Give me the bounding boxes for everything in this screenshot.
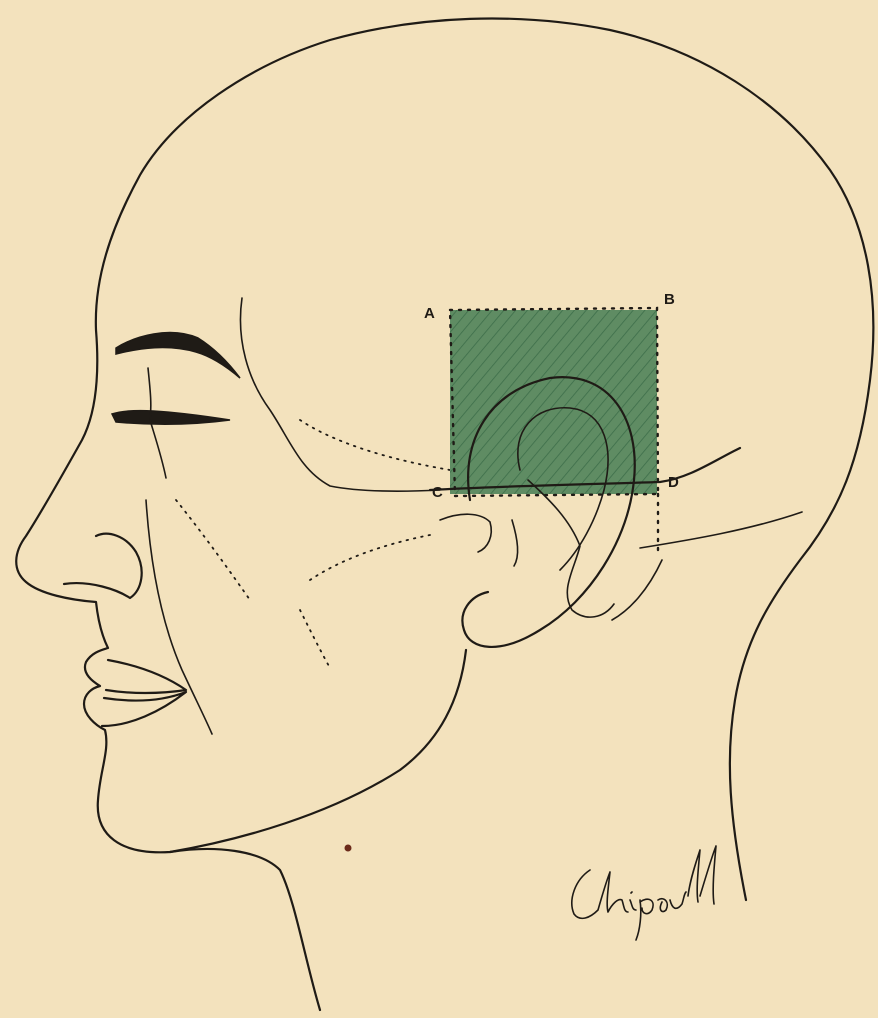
jaw-line — [170, 650, 466, 852]
point-label-a: A — [424, 305, 435, 322]
head-profile-outline — [16, 19, 873, 1010]
point-label-d: D — [668, 474, 679, 491]
nose-wing — [64, 534, 142, 598]
eyebrow — [116, 333, 240, 378]
lower-lip — [102, 692, 186, 726]
occipital-line — [640, 512, 802, 548]
eye-corner-fold — [150, 420, 166, 478]
temple-contour — [240, 298, 440, 491]
ear-concha — [512, 520, 518, 566]
artist-signature — [572, 846, 716, 940]
closed-eye — [112, 411, 230, 425]
point-label-c: C — [432, 484, 443, 501]
ink-speck — [345, 845, 352, 852]
point-label-b: B — [664, 291, 675, 308]
hatched-cranial-zone — [450, 310, 657, 494]
ear-tragus — [440, 514, 491, 552]
jaw-dotted-line — [300, 610, 330, 668]
cheek-dotted-fold — [176, 500, 250, 600]
mastoid-line — [612, 560, 662, 620]
upper-lip — [106, 660, 186, 693]
facial-nerve-dotted-line — [310, 535, 430, 580]
zygomatic-dotted-line — [300, 420, 450, 470]
